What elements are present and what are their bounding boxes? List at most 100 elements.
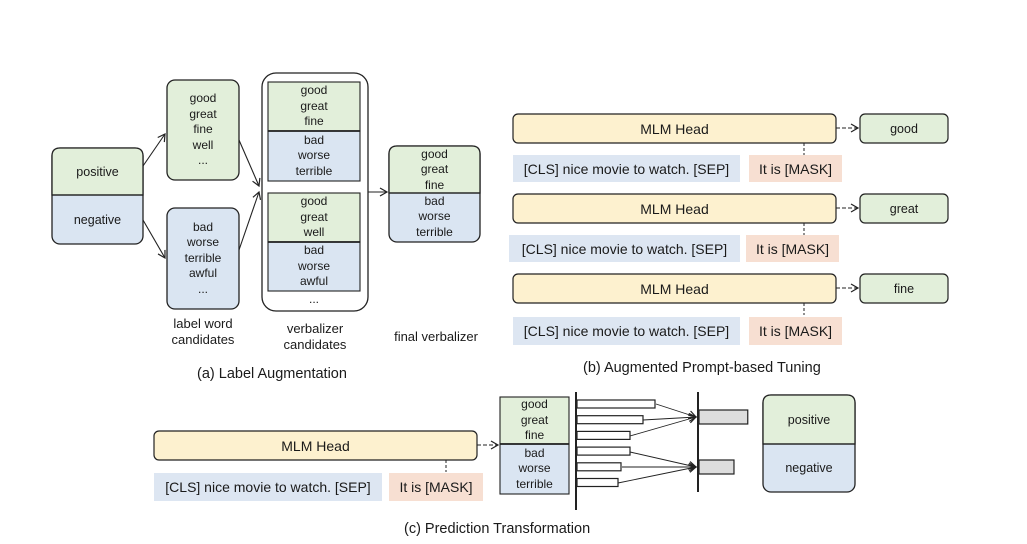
verbalizer-c-box [499,396,570,495]
arrow-pos-to-candidates [142,133,166,167]
class-box-a [51,147,144,245]
word: great [300,209,328,224]
caption-line: candidates [171,332,235,347]
word: bad [524,445,545,460]
word-score-bar [576,430,631,440]
final-verbalizer-negative-list: bad worse terrible [389,193,480,241]
agg-arrow-6 [617,463,698,484]
panel-b-caption: (b) Augmented Prompt-based Tuning [583,360,821,376]
word-score-bar [576,462,622,472]
verbalizer-c-positive-list: good great fine [500,397,569,444]
prompt-mask-b3: It is [MASK] [749,317,842,345]
word-score-bar [576,446,631,456]
mlm-head-b3-shape [512,273,949,315]
final-verbalizer-box [388,145,481,243]
panel-c-caption: (c) Prediction Transformation [404,521,591,537]
word: well [303,225,325,240]
word: good [300,83,328,98]
final-verbalizer-positive-list: good great fine [389,147,480,193]
mlm-head-b3: MLM Head [640,280,709,297]
verbalizer-more-ellipsis: ... [308,292,319,306]
word-score-bar [576,415,644,425]
mlm-head-c: MLM Head [281,437,350,454]
input-sentence-c: [CLS] nice movie to watch. [SEP] [154,473,382,501]
prompt-mask-b2: It is [MASK] [746,235,839,262]
prompt-mask-b1: It is [MASK] [749,155,842,182]
agg-arrow-2 [642,412,698,422]
candidates-negative-list: bad worse terrible awful ... [167,210,239,307]
mlm-head-b2: MLM Head [640,200,709,217]
word: bad [424,193,445,208]
verbalizer-candidate-1 [267,81,361,182]
word: awful [188,266,217,281]
word: bad [303,132,325,147]
word: awful [299,274,328,289]
word: worse [518,461,551,476]
class-positive-label: positive [76,164,119,179]
verbalizer-candidate-2 [267,192,361,292]
word: fine [424,177,445,192]
mlm-head-c-shape [153,430,500,472]
arrow-neg-to-candidates [142,219,166,260]
word: well [192,137,214,152]
word: worse [297,258,330,273]
class-negative-label: negative [73,212,122,227]
word: great [300,98,328,113]
label-word-candidates-caption: label word candidates [153,316,253,348]
class-c-negative-label: negative [785,461,833,475]
caption-line: label word [173,316,233,331]
word: bad [192,219,214,234]
word: ... [197,153,208,168]
verbalizer-candidates-caption: verbalizer candidates [265,321,365,353]
word: terrible [184,250,222,265]
final-verbalizer-caption: final verbalizer [394,329,478,344]
input-sentence-b3: [CLS] nice movie to watch. [SEP] [513,317,740,345]
verbalizer2-positive-list: good great well [268,193,360,242]
class-c-positive-label: positive [787,412,831,427]
output-word-b3: fine [893,281,915,296]
output-word-b2: great [889,201,919,216]
class-box-c [762,394,856,493]
verbalizer2-negative-list: bad worse awful [268,242,360,291]
agg-arrow-3 [629,414,698,437]
word: terrible [295,163,333,178]
word: great [520,412,549,427]
candidates-positive-list: good great fine well ... [167,82,239,178]
class-score-bar [698,459,735,475]
agg-arrow-4 [629,451,698,470]
caption-line: candidates [283,337,347,352]
arrow-candidates-pos-to-verbalizers [238,139,261,188]
word: great [189,106,217,121]
mlm-head-b1: MLM Head [640,120,709,137]
verbalizer-c-negative-list: bad worse terrible [500,444,569,494]
caption-line: verbalizer [286,321,344,336]
word: good [189,91,217,106]
word: bad [303,243,325,258]
verbalizer1-negative-list: bad worse terrible [268,131,360,181]
output-word-b1: good [890,121,918,136]
candidates-positive-box [166,79,240,181]
panel-a-caption: (a) Label Augmentation [197,366,347,382]
candidates-negative-box [166,207,240,310]
mlm-head-b1-shape [512,113,949,155]
word-score-bar [576,399,656,409]
prompt-mask-c: It is [MASK] [389,473,483,501]
word-score-bars [576,399,656,488]
word: fine [193,122,213,137]
word-score-bar [576,477,619,488]
arrow-candidates-neg-to-verbalizers [238,190,262,251]
class-score-bars [698,409,749,475]
word: great [420,162,449,177]
agg-arrow-1 [655,403,698,420]
word: worse [418,209,451,224]
word: terrible [416,224,453,239]
word: worse [297,148,330,163]
word: ... [197,281,208,296]
class-score-bar [698,409,749,425]
input-sentence-b2: [CLS] nice movie to watch. [SEP] [509,235,740,262]
word: terrible [516,476,553,491]
input-sentence-b1: [CLS] nice movie to watch. [SEP] [513,155,740,182]
word: worse [186,235,219,250]
verbalizer1-positive-list: good great fine [268,82,360,131]
